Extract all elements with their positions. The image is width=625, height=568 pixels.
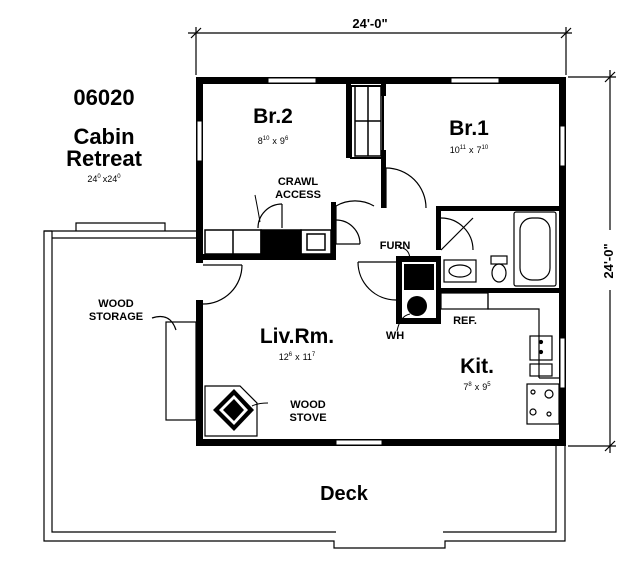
dimension-lines <box>188 27 616 453</box>
interior-walls <box>203 84 559 324</box>
label-wood-stove-2: STOVE <box>289 412 326 424</box>
doors <box>202 167 474 305</box>
depth-dimension: 24'-0" <box>601 243 616 278</box>
label-access: ACCESS <box>275 189 321 201</box>
plan-name-line2: Retreat <box>66 146 142 171</box>
dim-top-bg <box>330 14 410 32</box>
leader-lines <box>251 194 411 407</box>
kitchen-cabinets <box>440 292 560 425</box>
plan-name-line1: Cabin <box>73 124 134 149</box>
br2-closet <box>204 229 332 255</box>
furnace-wh <box>404 264 434 316</box>
width-dimension: 24'-0" <box>352 16 387 31</box>
room-br1-name: Br.1 <box>449 117 489 140</box>
room-liv-name: Liv.Rm. <box>260 325 334 348</box>
label-wood-storage-1: WOOD <box>98 298 133 310</box>
label-wood-storage-2: STORAGE <box>89 311 143 323</box>
wood-storage <box>151 315 197 421</box>
br1-closet <box>354 85 382 157</box>
room-kit-name: Kit. <box>460 355 494 378</box>
label-ref: REF. <box>453 315 477 327</box>
wood-stove <box>204 385 258 437</box>
label-furn: FURN <box>380 240 411 252</box>
room-deck-name: Deck <box>320 483 369 505</box>
windows <box>196 77 566 446</box>
bathroom-fixtures <box>443 211 557 287</box>
plan-number: 06020 <box>73 85 134 110</box>
label-wood-stove-1: WOOD <box>290 399 325 411</box>
room-br2-name: Br.2 <box>253 105 293 128</box>
dim-right-bg <box>600 230 618 290</box>
deck-outline <box>43 222 566 549</box>
label-wh: WH <box>386 330 404 342</box>
label-crawl: CRAWL <box>278 176 319 188</box>
